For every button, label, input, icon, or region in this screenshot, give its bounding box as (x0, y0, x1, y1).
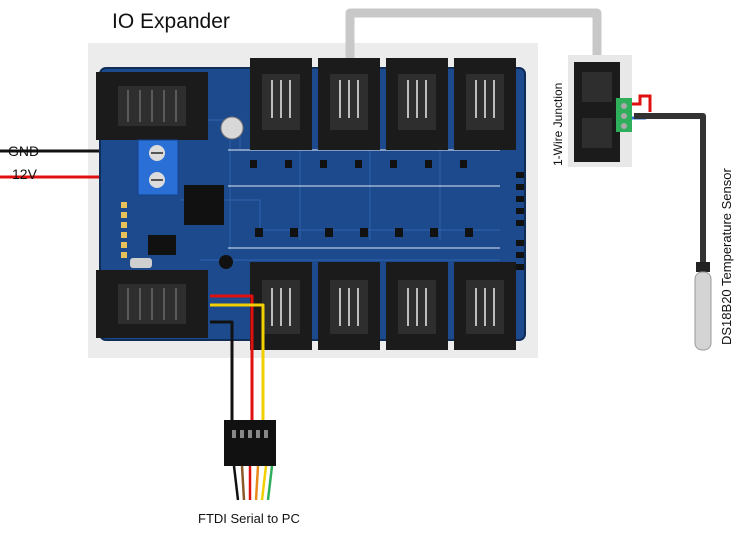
rj-jack-left-bottom (96, 270, 208, 338)
ftdi-wires (210, 294, 265, 420)
gnd-label: GND (8, 143, 40, 159)
rj-jacks-bottom-row (250, 262, 516, 350)
transistor-row-upper (250, 160, 467, 168)
regulator-chip (148, 235, 176, 255)
rj-jacks-top-row (250, 58, 516, 150)
one-wire-junction (568, 55, 632, 167)
header-pins-right (516, 172, 524, 270)
transistor-row-lower (255, 228, 473, 237)
capacitor (220, 116, 244, 140)
transistor (219, 255, 233, 269)
rj-jack-left-top (96, 72, 208, 140)
diagram-title: IO Expander (112, 10, 230, 33)
header-pins-left (121, 202, 127, 258)
microcontroller-chip (184, 185, 224, 225)
sensor-cable (634, 113, 706, 265)
cable-board-to-junction (345, 8, 602, 62)
power-terminal-block (137, 139, 179, 196)
junction-label: 1-Wire Junction (551, 82, 565, 166)
sensor-label: DS18B20 Temperature Sensor (719, 168, 734, 345)
crystal (130, 258, 152, 268)
ftdi-label: FTDI Serial to PC (198, 511, 300, 526)
ftdi-connector (224, 420, 276, 501)
power-12v-label: 12V (12, 166, 37, 182)
ds18b20-probe (694, 262, 712, 351)
